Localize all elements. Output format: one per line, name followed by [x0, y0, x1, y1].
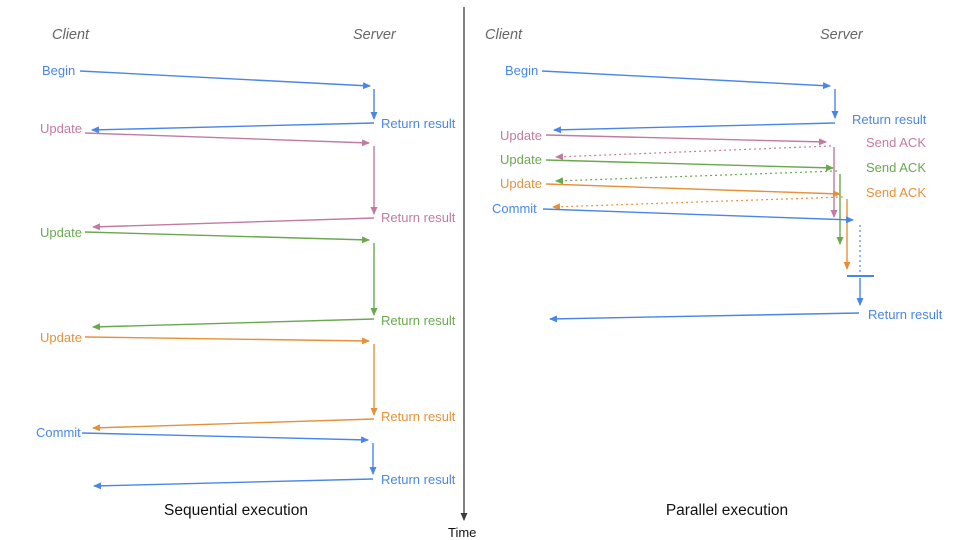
request-label: Commit [492, 201, 537, 216]
request-line [545, 159, 834, 172]
message-begin: Begin Return result [505, 63, 927, 134]
request-line [84, 336, 370, 345]
server-column-header: Server [820, 27, 864, 43]
request-line [79, 70, 371, 90]
response-label: Return result [381, 210, 456, 225]
request-label: Update [40, 330, 82, 345]
message-update-1: Update Send ACK [500, 128, 926, 218]
request-line [541, 70, 831, 90]
ack-label: Send ACK [866, 185, 926, 200]
response-label: Return result [381, 409, 456, 424]
request-label: Commit [36, 425, 81, 440]
message-update-2: Update Send ACK [500, 152, 926, 245]
request-line [84, 231, 370, 244]
ack-line-dotted [552, 196, 844, 211]
client-column-header: Client [52, 27, 90, 43]
time-axis: Time [448, 7, 476, 540]
time-axis-label: Time [448, 525, 476, 540]
response-line [92, 418, 375, 432]
response-label: Return result [381, 472, 456, 487]
ack-line-dotted [555, 170, 838, 185]
request-line [84, 132, 370, 147]
server-column-header: Server [353, 27, 397, 43]
response-label: Return result [852, 112, 927, 127]
message-begin: Begin Return result [42, 63, 456, 134]
message-commit: Commit Return result [492, 201, 943, 323]
sequential-diagram-title: Sequential execution [164, 502, 308, 519]
message-update-3: Update Send ACK [500, 176, 926, 270]
message-commit: Commit Return result [36, 425, 456, 490]
request-label: Update [40, 225, 82, 240]
request-line [542, 208, 854, 224]
request-label: Update [40, 121, 82, 136]
response-label: Return result [381, 116, 456, 131]
parallel-diagram-title: Parallel execution [666, 502, 788, 519]
ack-label: Send ACK [866, 135, 926, 150]
request-label: Update [500, 128, 542, 143]
client-column-header: Client [485, 27, 523, 43]
response-label: Return result [868, 307, 943, 322]
message-update-2: Update Return result [40, 225, 456, 331]
request-label: Begin [505, 63, 538, 78]
parallel-diagram: Client Server Begin Return result Update… [485, 27, 943, 519]
ack-label: Send ACK [866, 160, 926, 175]
request-line [545, 134, 827, 146]
ack-line-dotted [555, 145, 832, 161]
request-line [81, 432, 369, 444]
response-line [553, 122, 836, 134]
request-line [545, 183, 841, 198]
response-line [93, 478, 374, 490]
request-label: Update [500, 152, 542, 167]
response-line [91, 122, 375, 134]
request-label: Update [500, 176, 542, 191]
response-line [549, 312, 860, 323]
response-line [92, 217, 375, 231]
message-update-3: Update Return result [40, 330, 456, 432]
message-update-1: Update Return result [40, 121, 456, 231]
sequential-diagram: Client Server Begin Return result Update… [36, 27, 456, 519]
response-label: Return result [381, 313, 456, 328]
request-label: Begin [42, 63, 75, 78]
response-line [92, 318, 375, 331]
